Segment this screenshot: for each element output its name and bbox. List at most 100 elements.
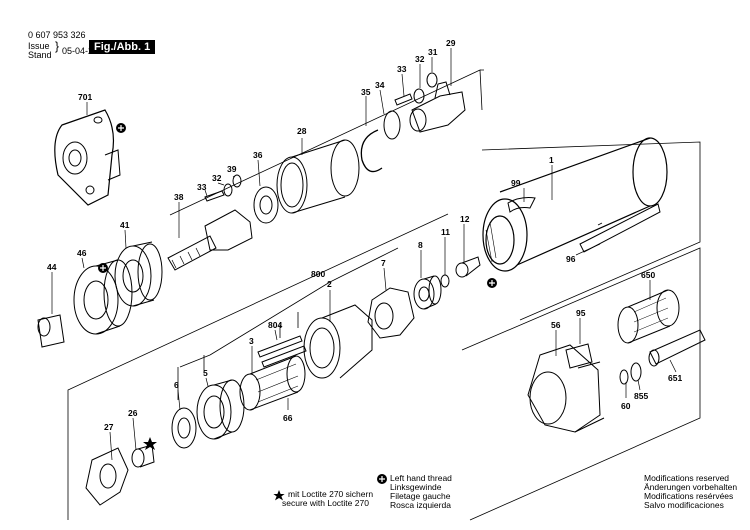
callout-11: 11 [441,227,450,237]
part-650-silencer [617,289,680,344]
callout-95: 95 [576,308,586,318]
callout-96: 96 [566,254,576,264]
frame-bracket-lower [179,312,299,370]
callout-7: 7 [381,258,386,268]
part-3-rotor [239,355,306,411]
callout-1: 1 [549,155,554,165]
callout-66: 66 [283,413,293,423]
callout-group: 701 28 35 34 33 32 31 29 1 99 36 39 32 3… [47,38,682,432]
callout-33: 33 [397,64,407,74]
frame-mid [67,213,449,520]
part-5-plate [196,379,245,440]
callout-35: 35 [361,87,371,97]
callout-29: 29 [446,38,456,48]
part-36-bearing [253,186,279,224]
callout-39: 39 [227,164,237,174]
frame-lower-right [461,247,701,521]
callout-651: 651 [668,373,682,383]
callout-33b: 33 [197,182,207,192]
part-26-pinion [131,444,155,468]
callout-6: 6 [174,380,179,390]
callout-41: 41 [120,220,130,230]
loctite-note-1: mit Loctite 270 sichern [288,489,374,499]
frame-800-top [209,247,399,356]
part-44-collet [37,314,65,348]
callout-28: 28 [297,126,307,136]
lh-note-2: Linksgewinde [390,482,442,492]
loctite-star-mark [143,437,157,450]
callout-60: 60 [621,401,631,411]
lh-note-1: Left hand thread [390,473,452,483]
frame-top-right [481,141,701,321]
callout-44: 44 [47,262,57,272]
callout-99: 99 [511,178,521,188]
part-95-label [565,343,593,369]
callout-36: 36 [253,150,263,160]
part-12-screw [455,256,481,278]
issue-date: 05-04-29 [62,46,99,56]
lh-thread-marker-701 [116,123,126,133]
part-33b [204,190,225,202]
mod-note-3: Modifications resérvées [644,491,734,501]
callout-855: 855 [634,391,648,401]
part-855-oring [630,362,642,382]
part-39 [232,174,242,188]
part-1-housing [482,137,668,272]
callout-5: 5 [203,368,208,378]
callout-31: 31 [428,47,438,57]
part-27-washer [85,447,129,506]
callout-3: 3 [249,336,254,346]
callout-34: 34 [375,80,385,90]
part-701-flange [54,109,121,206]
callout-2: 2 [327,279,332,289]
callout-46: 46 [77,248,87,258]
stand-label: Stand [28,50,52,60]
mod-note-2: Änderungen vorbehalten [644,482,738,492]
callout-56: 56 [551,320,561,330]
figure-label: Fig./Abb. 1 [89,40,156,54]
callout-800: 800 [311,269,325,279]
part-6-bearing [171,407,197,449]
callout-804: 804 [268,320,282,330]
part-96-strip [579,203,661,253]
part-56-cap [527,344,605,433]
issue-label: Issue [28,41,50,51]
part-31-gear [426,72,438,88]
leader-lines [51,48,677,461]
part-38-spindle [167,209,253,271]
callout-650: 650 [641,270,655,280]
callout-27: 27 [104,422,114,432]
lh-thread-marker-1 [487,278,497,288]
part-7-plate [367,287,415,339]
lh-thread-marker-46 [98,263,108,273]
legend-lh-icon [377,474,387,484]
part-60-ring [619,369,629,385]
frame-upper [169,69,484,216]
callout-38: 38 [174,192,184,202]
part-35-ring [360,129,383,173]
part-2-cylinder [303,304,373,379]
mod-note-4: Salvo modificaciones [644,500,724,510]
callout-8: 8 [418,240,423,250]
callout-32b: 32 [212,173,222,183]
part-11-washer [440,274,450,288]
part-651-nipple [648,329,706,367]
callout-32: 32 [415,54,425,64]
callout-701: 701 [78,92,92,102]
part-8-bearing [413,275,442,310]
legend-star-icon [273,490,285,501]
callout-12: 12 [460,214,470,224]
loctite-note-2: secure with Loctite 270 [282,498,369,508]
part-804-vanes [257,335,307,368]
issue-brace: } [55,39,60,53]
part-29-carrier [409,81,466,133]
part-number: 0 607 953 326 [28,30,86,40]
part-32-gear [413,88,425,104]
part-41-bearing [114,241,163,307]
mod-note-1: Modifications reserved [644,473,730,483]
lh-note-4: Rosca izquierda [390,500,451,510]
part-99-label [507,197,536,213]
part-33-pin [394,93,413,106]
